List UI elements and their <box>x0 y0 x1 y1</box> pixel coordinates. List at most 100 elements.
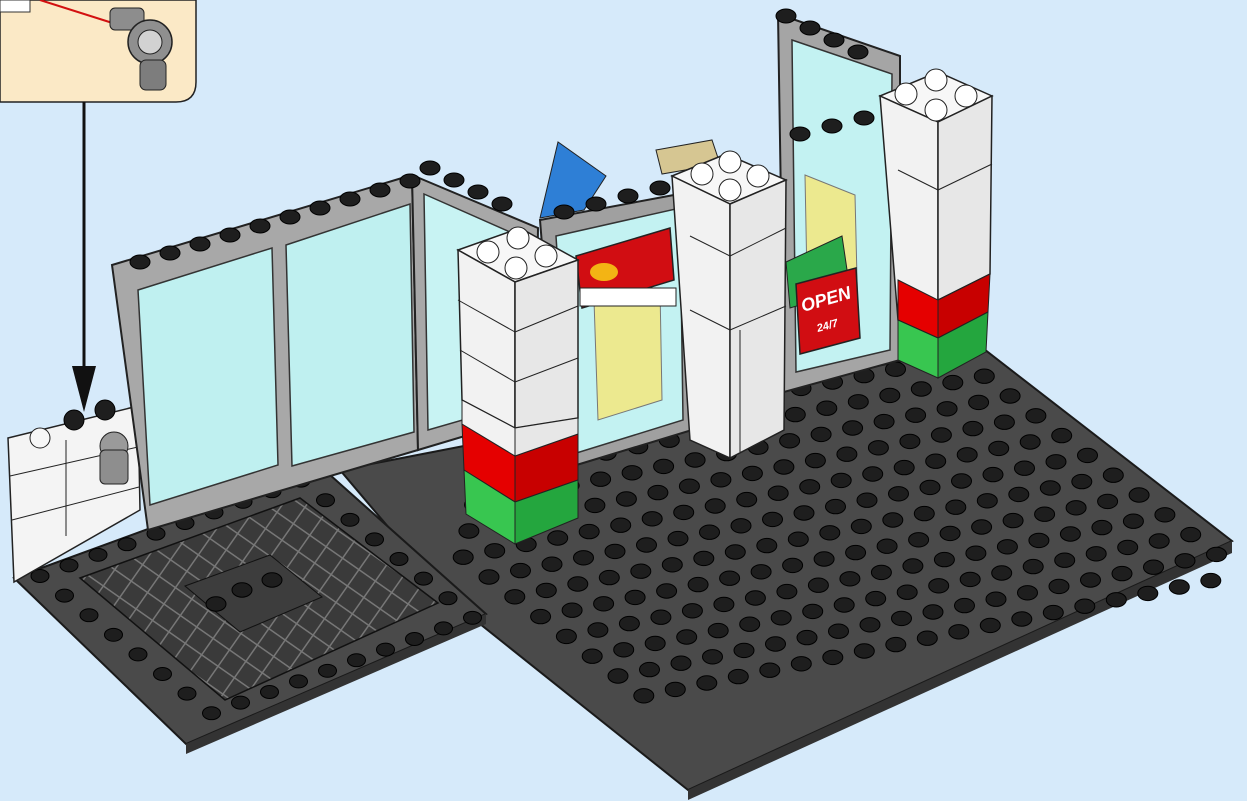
stud <box>1169 580 1189 594</box>
stud <box>1106 593 1126 607</box>
stud <box>464 611 482 624</box>
stud <box>763 512 783 526</box>
stud <box>774 460 794 474</box>
stud <box>645 636 665 650</box>
stud <box>823 650 843 664</box>
stud <box>562 603 582 617</box>
stud <box>929 579 949 593</box>
stud <box>634 689 654 703</box>
stud <box>574 551 594 565</box>
stud <box>1081 573 1101 587</box>
stud <box>1129 488 1149 502</box>
stud <box>118 538 136 551</box>
stud <box>783 558 803 572</box>
stud <box>657 584 677 598</box>
stud <box>997 540 1017 554</box>
stud <box>619 616 639 630</box>
stud <box>883 513 903 527</box>
stud <box>616 492 636 506</box>
stud <box>319 664 337 677</box>
stud <box>994 415 1014 429</box>
stud <box>453 550 473 564</box>
stud <box>1066 501 1086 515</box>
stud <box>688 577 708 591</box>
stud <box>1035 507 1055 521</box>
stud <box>854 111 874 125</box>
stud <box>1092 520 1112 534</box>
stud <box>791 657 811 671</box>
stud <box>980 618 1000 632</box>
stud <box>1181 527 1201 541</box>
stud <box>531 609 551 623</box>
stud <box>1043 605 1063 619</box>
stud <box>232 583 252 597</box>
stud <box>1060 527 1080 541</box>
stud <box>931 428 951 442</box>
stud <box>1118 540 1138 554</box>
stud <box>803 604 823 618</box>
stud <box>1112 566 1132 580</box>
stud <box>1072 474 1092 488</box>
stud <box>848 395 868 409</box>
stud <box>1029 533 1049 547</box>
stud <box>1046 455 1066 469</box>
stud <box>586 197 606 211</box>
stud <box>154 668 172 681</box>
stud <box>618 189 638 203</box>
stud <box>811 427 831 441</box>
stud <box>261 686 279 699</box>
stud <box>909 533 929 547</box>
pillar-middle <box>672 151 786 458</box>
stud <box>911 382 931 396</box>
stud <box>697 676 717 690</box>
stud <box>800 21 820 35</box>
stud <box>677 630 697 644</box>
stud <box>946 500 966 514</box>
stud <box>700 525 720 539</box>
stud <box>966 546 986 560</box>
stud <box>56 589 74 602</box>
stud <box>178 687 196 700</box>
stud <box>974 369 994 383</box>
stud <box>757 538 777 552</box>
stud <box>797 630 817 644</box>
stud <box>889 487 909 501</box>
stud <box>1175 554 1195 568</box>
stud <box>705 499 725 513</box>
stud <box>250 219 270 233</box>
stud <box>536 583 556 597</box>
stud <box>771 611 791 625</box>
stud <box>625 590 645 604</box>
stud <box>459 524 479 538</box>
stud <box>1123 514 1143 528</box>
stud <box>894 460 914 474</box>
stud <box>608 669 628 683</box>
stud <box>591 472 611 486</box>
stud <box>420 161 440 175</box>
stud <box>599 570 619 584</box>
stud <box>874 414 894 428</box>
stud <box>917 631 937 645</box>
stud <box>682 604 702 618</box>
stud <box>820 526 840 540</box>
stud <box>1003 513 1023 527</box>
stud <box>848 45 868 59</box>
stud <box>992 566 1012 580</box>
stud <box>868 441 888 455</box>
stud <box>1086 547 1106 561</box>
stud <box>725 545 745 559</box>
stud <box>262 573 282 587</box>
stud <box>840 572 860 586</box>
stud <box>857 493 877 507</box>
stud <box>232 696 250 709</box>
stud <box>897 585 917 599</box>
stud <box>1103 468 1123 482</box>
stud <box>711 473 731 487</box>
stud <box>310 201 330 215</box>
stud <box>814 552 834 566</box>
stud <box>694 551 714 565</box>
stud <box>341 513 359 526</box>
stud <box>949 625 969 639</box>
stud <box>952 474 972 488</box>
